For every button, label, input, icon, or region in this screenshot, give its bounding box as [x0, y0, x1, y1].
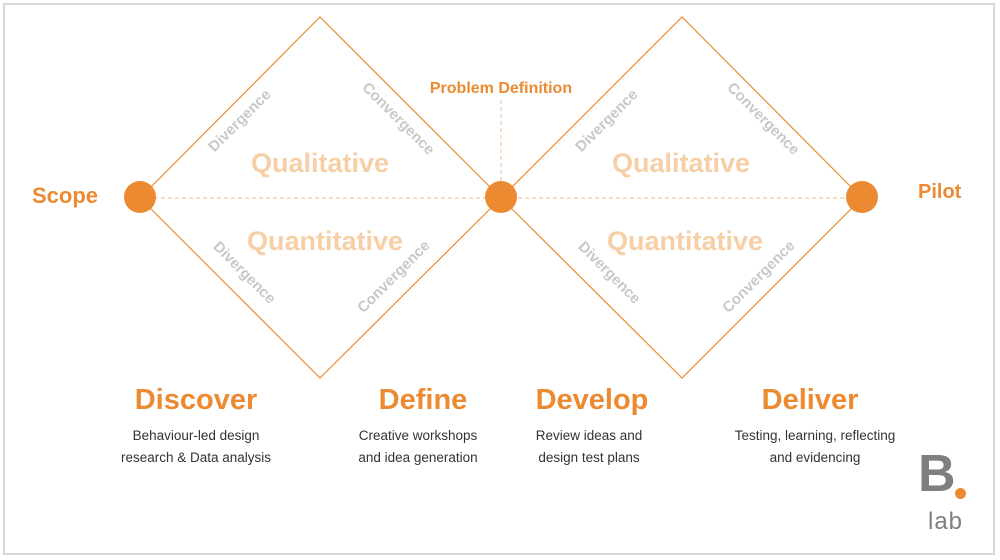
stage-title-define: Define [378, 384, 468, 416]
stage-desc-line: and evidencing [769, 450, 861, 465]
stage-title-deliver: Deliver [761, 384, 859, 416]
stage-desc-line: Review ideas and [535, 428, 643, 443]
stage-desc-line: Testing, learning, reflecting [734, 428, 896, 443]
problem-definition-label: Problem Definition [430, 80, 572, 97]
logo-mark: B [918, 445, 956, 503]
pilot-label: Pilot [918, 181, 962, 203]
quantitative-label-1: Quantitative [247, 226, 403, 256]
stage-desc-deliver: Testing, learning, reflecting and eviden… [695, 425, 935, 469]
qualitative-label-1: Qualitative [251, 148, 389, 178]
stage-desc-develop: Review ideas and design test plans [469, 425, 709, 469]
stage-desc-line: Behaviour-led design [132, 428, 260, 443]
logo-dot-icon [955, 488, 966, 499]
quantitative-label-2: Quantitative [607, 226, 763, 256]
stage-desc-discover: Behaviour-led design research & Data ana… [76, 425, 316, 469]
stage-desc-line: research & Data analysis [120, 450, 272, 465]
convergence-label-1a: Convergence [359, 79, 438, 158]
stage-desc-line: design test plans [538, 450, 640, 465]
stage-desc-line: Creative workshops [358, 428, 478, 443]
diamond-outline-1 [139, 16, 502, 379]
scope-node [124, 181, 156, 213]
divergence-label-2a: Divergence [572, 86, 641, 155]
logo-text: lab [928, 508, 964, 535]
stage-title-discover: Discover [134, 384, 258, 416]
convergence-label-2a: Convergence [724, 79, 803, 158]
stage-desc-define: Creative workshops and idea generation [298, 425, 538, 469]
stage-title-develop: Develop [535, 384, 649, 416]
stage-desc-line: and idea generation [358, 450, 478, 465]
divergence-label-1a: Divergence [205, 86, 274, 155]
qualitative-label-2: Qualitative [612, 148, 750, 178]
diagram-frame [3, 3, 995, 555]
pilot-node [846, 181, 878, 213]
scope-label: Scope [32, 183, 98, 208]
problem-definition-node [485, 181, 517, 213]
